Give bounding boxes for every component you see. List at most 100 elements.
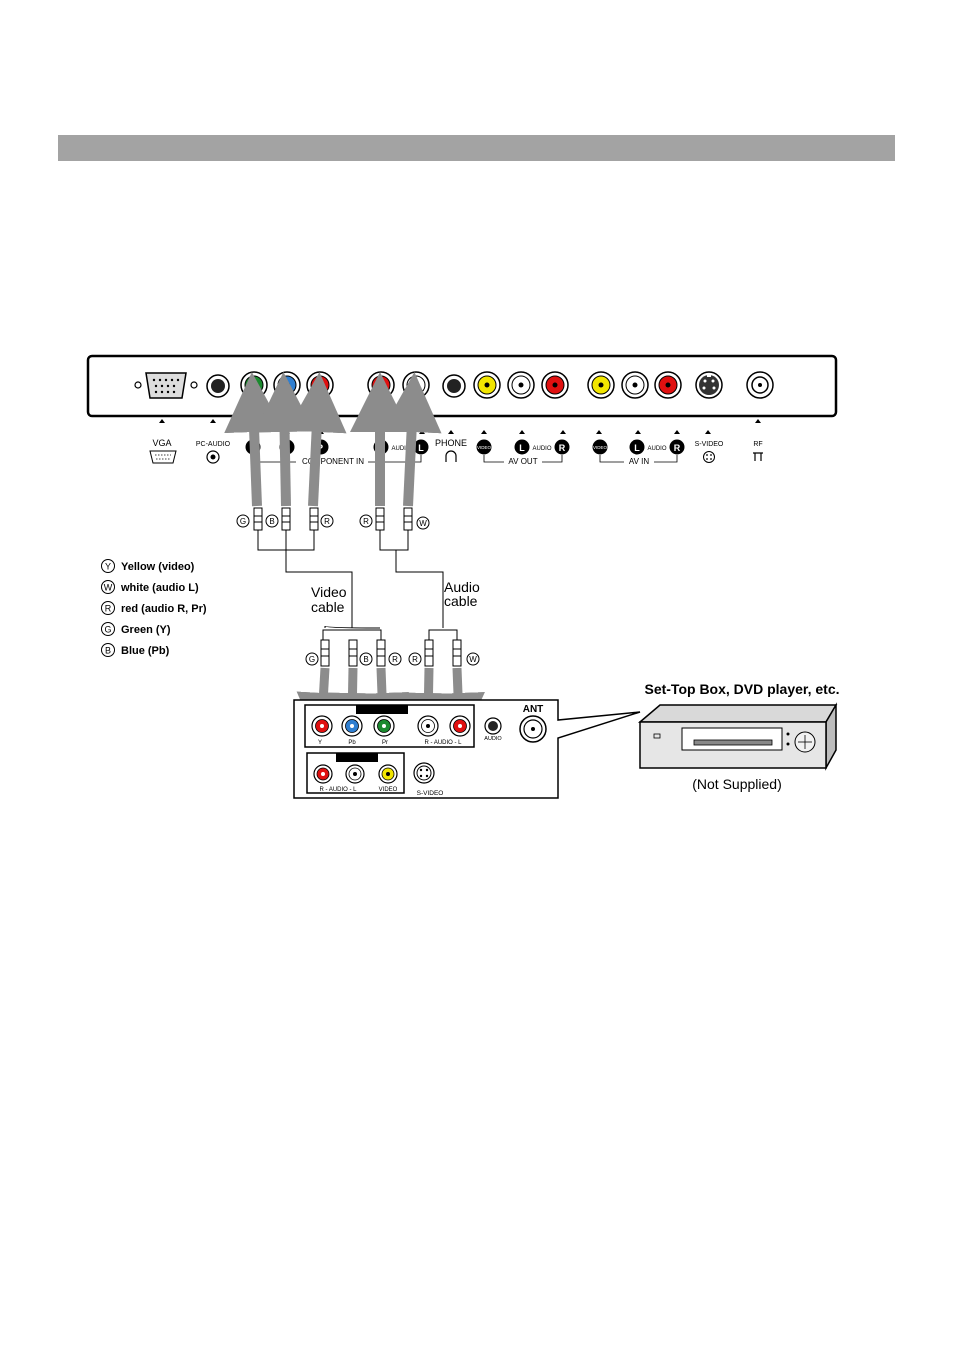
device-av-video-jack <box>378 764 398 784</box>
component-in-label: COMPONENT IN <box>302 457 364 466</box>
vga-label: VGA <box>152 438 171 448</box>
pc-audio-label: PC-AUDIO <box>196 441 231 448</box>
legend-letter-1: W <box>104 583 113 593</box>
av-in-label: AV IN <box>629 457 650 466</box>
av-in-video-badge: VIDEO <box>592 439 608 455</box>
av-out-video-badge: VIDEO <box>476 439 492 455</box>
plug-top-b <box>281 507 291 546</box>
device-pb-label: Pb <box>348 740 356 746</box>
audio-mid-label: AUDIO <box>391 446 410 452</box>
av-out-r-badge: R <box>554 439 570 455</box>
device-y-jack <box>311 715 333 737</box>
plug-top-w <box>403 507 413 546</box>
av-out-video-letter: VIDEO <box>477 445 492 450</box>
device-pr-jack <box>373 715 395 737</box>
legend-letter-0: Y <box>105 562 111 572</box>
phone-label: PHONE <box>435 438 467 448</box>
av-out-r-letter: R <box>559 443 566 453</box>
top-rca-plugs <box>253 507 413 546</box>
vga-port <box>134 372 198 399</box>
plug-top-r1-letter: R <box>324 517 330 526</box>
plug-bottom-r2-ring <box>408 652 422 666</box>
headphone-icon <box>445 450 457 462</box>
plug-top-g <box>253 507 263 546</box>
plug-top-r2-letter: R <box>363 517 369 526</box>
av-out-l-letter: L <box>519 443 525 453</box>
device-pb-jack <box>341 715 363 737</box>
av-in-l-jack <box>621 371 649 399</box>
av-out-label-bg <box>504 456 542 466</box>
legend-ring-4 <box>101 643 115 657</box>
av-in-video-letter: VIDEO <box>593 445 608 450</box>
hdtv-out-header <box>356 705 408 714</box>
av-out-l-jack <box>507 371 535 399</box>
device-connector-panel: HDTV OUT Y Pb Pr R - AUDIO <box>293 699 641 799</box>
plug-bottom-w-letter: W <box>469 655 477 664</box>
rf-label: RF <box>753 441 762 448</box>
plug-top-r1 <box>309 507 319 546</box>
plug-top-g-letter: G <box>240 517 246 526</box>
legend-text-3: Green (Y) <box>121 624 171 636</box>
plug-top-r1-ring <box>320 514 334 528</box>
legend-ring-0 <box>101 559 115 573</box>
legend-ring-1 <box>101 580 115 594</box>
av-in-r-letter: R <box>674 443 681 453</box>
plug-bottom-w <box>452 639 462 667</box>
av-in-r-jack <box>654 371 682 399</box>
device-av-video-label: VIDEO <box>379 787 398 793</box>
plug-bottom-w-ring <box>466 652 480 666</box>
component-y-jack <box>240 371 268 399</box>
av-out-video-jack <box>473 371 501 399</box>
video-cable-label-1: Video <box>311 584 347 600</box>
component-pr-jack <box>306 371 334 399</box>
rf-jack <box>746 371 774 399</box>
plug-top-w-ring <box>416 516 430 530</box>
legend-ring-3 <box>101 622 115 636</box>
device-y-label: Y <box>318 740 322 746</box>
legend-text-1: white (audio L) <box>120 582 199 594</box>
device-audio-jack <box>484 717 502 735</box>
s-video-jack <box>695 371 723 399</box>
plug-top-r2-ring <box>359 514 373 528</box>
av-out-l-badge: L <box>514 439 530 455</box>
legend-letter-3: G <box>104 625 111 635</box>
plug-bottom-r1-letter: R <box>392 655 398 664</box>
legend-text-0: Yellow (video) <box>121 561 195 573</box>
audio-l-badge: L <box>413 439 429 455</box>
av-in-video-jack <box>587 371 615 399</box>
plug-top-b-ring <box>265 514 279 528</box>
av-in-audio-label: AUDIO <box>647 446 666 452</box>
av-in-l-letter: L <box>634 443 640 453</box>
device-note: (Not Supplied) <box>692 776 782 792</box>
plug-bottom-r2 <box>424 639 434 667</box>
legend-text-4: Blue (Pb) <box>121 645 170 657</box>
plug-bottom-r1-ring <box>388 652 402 666</box>
av-in-l-badge: L <box>629 439 645 455</box>
plug-bottom-g <box>320 639 330 667</box>
legend-letter-4: B <box>105 646 111 656</box>
device-av-l-jack <box>345 764 365 784</box>
bottom-rca-plugs <box>320 639 462 667</box>
component-pb-jack <box>273 371 301 399</box>
device-s-video-jack <box>413 762 435 784</box>
plug-bottom-g-letter: G <box>309 655 315 664</box>
section-header-bar <box>58 135 895 161</box>
device-s-video-label: S-VIDEO <box>417 790 444 797</box>
set-top-box-illustration <box>637 702 838 771</box>
video-cable-label-2: cable <box>311 599 345 615</box>
legend-ring-2 <box>101 601 115 615</box>
device-ant-jack <box>519 715 547 743</box>
s-video-icon <box>703 451 715 463</box>
legend-text-2: red (audio R, Pr) <box>121 603 207 615</box>
plug-bottom-b-letter: B <box>363 655 368 664</box>
s-video-label: S-VIDEO <box>695 441 724 448</box>
cable-lines <box>257 546 458 640</box>
pc-audio-icon <box>206 450 220 464</box>
av-in-r-badge: R <box>669 439 685 455</box>
antenna-icon <box>753 452 763 461</box>
plug-top-r2 <box>375 507 385 546</box>
device-audio-label: AUDIO <box>484 736 502 742</box>
pc-audio-jack <box>206 374 230 398</box>
